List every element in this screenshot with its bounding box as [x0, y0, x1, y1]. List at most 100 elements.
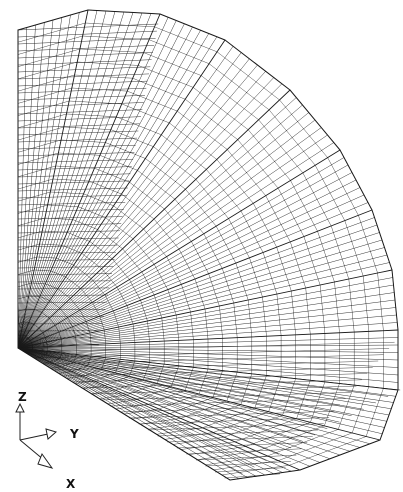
mesh-edge — [182, 435, 190, 437]
mesh-edge — [32, 72, 41, 75]
mesh-edge — [118, 266, 122, 270]
mesh-edge — [301, 276, 304, 283]
mesh-edge — [321, 243, 325, 251]
mesh-edge — [169, 195, 176, 200]
mesh-edge — [97, 312, 100, 315]
mesh-edge — [17, 347, 352, 416]
mesh-edge — [128, 217, 133, 221]
mesh-edge — [124, 251, 128, 255]
mesh-edge — [258, 119, 265, 127]
mesh-edge — [240, 400, 243, 405]
mesh-edge — [17, 266, 114, 269]
mesh-edge — [211, 119, 219, 125]
mesh-edge — [80, 269, 83, 272]
mesh-edge — [292, 137, 299, 145]
mesh-edge — [129, 200, 134, 204]
mesh-edge — [117, 365, 119, 368]
mesh-edge — [212, 429, 221, 433]
mesh-edge — [41, 57, 50, 61]
mesh-edge — [96, 378, 100, 380]
mesh-edge — [264, 375, 267, 380]
mesh-edge — [237, 465, 247, 467]
mesh-edge — [336, 300, 338, 308]
mesh-edge — [113, 380, 118, 383]
mesh-edge — [165, 91, 173, 95]
mesh-edge — [65, 364, 68, 366]
mesh-edge — [273, 394, 275, 399]
mesh-edge — [153, 294, 156, 298]
mesh-edge — [313, 407, 316, 413]
mesh-edge — [100, 249, 104, 253]
mesh-edge — [91, 260, 95, 263]
mesh-edge — [307, 248, 311, 255]
mesh-edge — [371, 209, 393, 271]
mesh-edge — [212, 221, 217, 227]
mesh-edge — [150, 162, 156, 167]
mesh-edge — [320, 205, 325, 213]
mesh-edge — [153, 264, 157, 268]
mesh-edge — [17, 52, 153, 59]
mesh-edge — [322, 315, 324, 322]
mesh-edge — [77, 268, 81, 271]
mesh-edge — [77, 206, 82, 209]
mesh-edge — [177, 365, 180, 369]
mesh-edge — [46, 167, 52, 169]
mesh-edge — [17, 280, 111, 283]
mesh-edge — [230, 294, 233, 299]
mesh-edge — [44, 93, 52, 96]
mesh-edge — [285, 401, 288, 407]
mesh-edge — [224, 129, 232, 135]
mesh-edge — [67, 318, 70, 320]
mesh-edge — [257, 163, 264, 171]
mesh-edge — [337, 443, 347, 448]
mesh-edge — [75, 235, 79, 238]
mesh-edge — [148, 257, 152, 262]
mesh-edge — [319, 237, 322, 245]
mesh-edge — [90, 300, 93, 303]
mesh-edge — [233, 258, 237, 264]
mesh-edge — [358, 409, 361, 416]
mesh-edge — [365, 303, 367, 311]
mesh-edge — [157, 58, 166, 62]
mesh-edge — [148, 362, 150, 365]
mesh-edge — [246, 252, 250, 258]
mesh-edge — [145, 83, 153, 87]
mesh-edge — [212, 394, 215, 398]
mesh-edge — [279, 167, 286, 175]
mesh-edge — [327, 262, 331, 270]
mesh-edge — [21, 272, 25, 274]
mesh-edge — [164, 413, 171, 415]
mesh-edge — [76, 22, 86, 26]
mesh-edge — [165, 173, 171, 178]
mesh-edge — [21, 198, 27, 201]
mesh-edge — [143, 377, 145, 380]
mesh-edge — [58, 307, 60, 309]
mesh-edge — [57, 306, 59, 308]
mesh-edge — [115, 370, 117, 373]
mesh-edge — [81, 314, 84, 316]
mesh-edge — [242, 145, 249, 152]
mesh-edge — [125, 233, 130, 237]
mesh-edge — [93, 262, 97, 265]
mesh-edge — [201, 384, 203, 388]
mesh-edge — [264, 321, 266, 327]
mesh-edge — [294, 425, 303, 429]
mesh-edge — [198, 390, 201, 395]
mesh-edge — [174, 198, 179, 204]
mesh-edge — [270, 235, 274, 242]
mesh-edge — [36, 120, 43, 123]
mesh-edge — [33, 59, 42, 63]
mesh-edge — [234, 118, 242, 125]
mesh-edge — [184, 294, 187, 299]
mesh-edge — [96, 310, 99, 313]
mesh-edge — [138, 125, 145, 129]
mesh-edge — [114, 314, 116, 318]
mesh-edge — [176, 110, 184, 117]
mesh-edge — [236, 233, 240, 239]
mesh-edge — [113, 190, 118, 193]
mesh-edge — [262, 301, 264, 307]
mesh-edge — [53, 360, 56, 361]
mesh-edge — [183, 397, 190, 400]
mesh-edge — [139, 110, 146, 114]
